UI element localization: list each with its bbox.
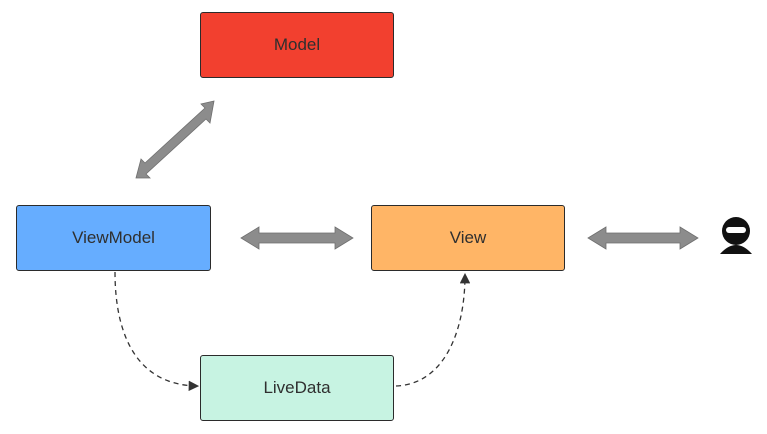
- user-icon: [720, 217, 752, 254]
- arrow-viewmodel-view: [240, 226, 354, 250]
- viewmodel-label: ViewModel: [72, 228, 155, 247]
- view-node: View: [371, 205, 565, 271]
- livedata-node: LiveData: [200, 355, 394, 421]
- dashed-arrow-viewmodel-livedata: [114, 271, 200, 392]
- viewmodel-node: ViewModel: [16, 205, 211, 271]
- model-node: Model: [200, 12, 394, 78]
- model-label: Model: [273, 35, 321, 54]
- dashed-arrow-livedata-view: [395, 272, 471, 387]
- livedata-label: LiveData: [263, 378, 331, 397]
- arrow-model-viewmodel: [135, 100, 215, 179]
- arrow-view-user: [587, 226, 699, 250]
- view-label: View: [449, 228, 487, 247]
